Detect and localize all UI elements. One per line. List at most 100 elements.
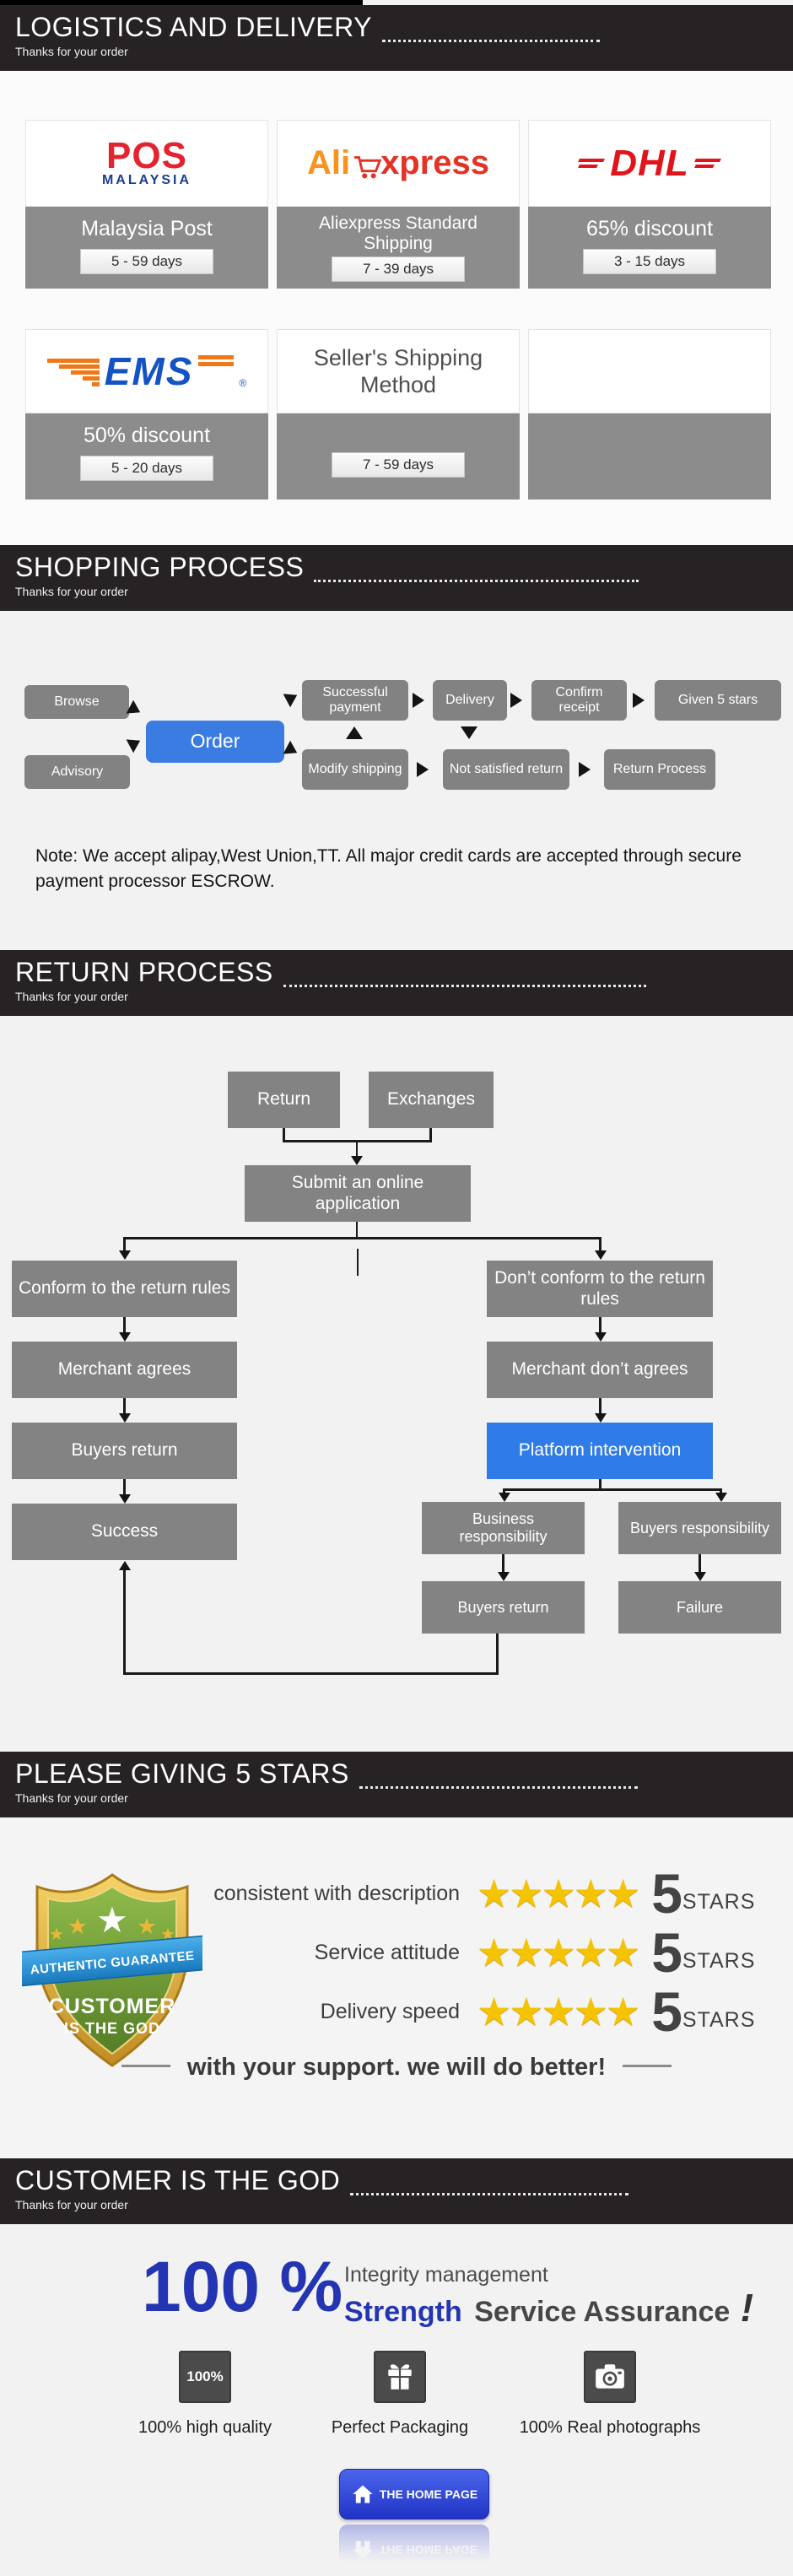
- delivery-days-button[interactable]: 7 - 39 days: [332, 257, 465, 283]
- empty-logo-cell: [528, 329, 771, 413]
- rating-label: Delivery speed: [320, 1999, 460, 2023]
- return-box-exchanges: Exchanges: [369, 1072, 494, 1128]
- flow-box-advisory: Advisory: [24, 755, 130, 789]
- delivery-days-button[interactable]: 7 - 59 days: [332, 452, 465, 478]
- aliexpress-logo-suffix: xpress: [380, 144, 490, 181]
- flow-box-browse: Browse: [24, 685, 129, 719]
- carrier-name: Aliexpress Standard Shipping: [319, 213, 477, 253]
- delivery-days-button[interactable]: 5 - 20 days: [80, 456, 213, 481]
- return-box-buyers-return: Buyers return: [12, 1423, 237, 1479]
- top-black-strip: [0, 0, 363, 6]
- flow-box-not-satisfied-return: Not satisfied return: [443, 749, 569, 790]
- carrier-info-cell: Aliexpress Standard Shipping 7 - 39 days: [277, 207, 520, 289]
- dhl-logo-word: DHL: [610, 142, 689, 184]
- cart-icon: [352, 150, 384, 186]
- guarantee-item-label: Perfect Packaging: [331, 2418, 469, 2437]
- connector-arrow-down: [119, 1250, 131, 1260]
- ems-logo-word: EMS: [104, 349, 194, 393]
- delivery-days-button[interactable]: 5 - 59 days: [80, 249, 213, 274]
- connector-line: [599, 1479, 601, 1490]
- dash-rule: [121, 2064, 170, 2067]
- carrier-name: 65% discount: [585, 217, 714, 240]
- customer-title: CUSTOMER IS THE GOD: [15, 2165, 341, 2195]
- delivery-days-button[interactable]: 3 - 15 days: [583, 249, 716, 274]
- return-box-return: Return: [228, 1072, 340, 1128]
- connector-arrow-down: [498, 1572, 510, 1581]
- five-stars-icons: ★★★★★: [477, 1931, 640, 1974]
- carrier-info-cell: 50% discount 5 - 20 days: [25, 413, 268, 500]
- quality-100-icon-text: 100%: [186, 2368, 224, 2384]
- rating-row: Service attitude ★★★★★ 5 STARS: [198, 1925, 780, 1980]
- carrier-logo-cell-aliexpress: Ali xpress: [277, 120, 520, 207]
- logistics-header-band: LOGISTICS AND DELIVERY Thanks for your o…: [0, 5, 793, 71]
- home-page-button[interactable]: THE HOME PAGE: [339, 2469, 489, 2519]
- connector-line: [123, 1479, 126, 1495]
- connector-arrow-down: [499, 1493, 510, 1502]
- rating-label: consistent with description: [213, 1881, 460, 1905]
- connector-arrow-down: [715, 1493, 727, 1502]
- shopping-title: SHOPPING PROCESS: [15, 552, 305, 582]
- center-star-icon: ★: [96, 1900, 128, 1940]
- customer-subtitle: Thanks for your order: [15, 2197, 128, 2211]
- aliexpress-logo: Ali xpress: [307, 144, 489, 182]
- title-dotted-rule: [381, 18, 600, 42]
- ems-wedge-stripes: [46, 357, 100, 386]
- badge-god-text: IS THE GOD: [64, 2020, 160, 2037]
- assurance-line: Strength Service Assurance !: [344, 2285, 753, 2330]
- connector-arrow-down: [119, 1332, 131, 1342]
- connector-line-stub: [357, 1249, 359, 1276]
- connector-line: [599, 1317, 601, 1333]
- carrier-logo-cell-dhl: DHL: [528, 120, 771, 207]
- guarantee-item-label: 100% high quality: [138, 2418, 272, 2437]
- aliexpress-logo-prefix: Ali: [306, 144, 351, 181]
- return-header-band: RETURN PROCESS Thanks for your order: [0, 950, 793, 1016]
- ems-logo: EMS ®: [46, 348, 246, 394]
- flow-arrow-up: [346, 726, 363, 739]
- badge-customer-text: CUSTOMER: [49, 1995, 176, 2018]
- flow-box-given-5-stars: Given 5 stars: [655, 680, 781, 721]
- service-assurance-text: Service Assurance: [474, 2296, 731, 2328]
- shopping-subtitle: Thanks for your order: [15, 584, 128, 598]
- empty-info-cell: [528, 413, 771, 500]
- home-page-button-label-reflection: THE HOME PAGE: [379, 2543, 478, 2557]
- flow-box-successful-payment: Successful payment: [302, 680, 408, 721]
- pos-malaysia-logo: POS MALAYSIA: [101, 137, 192, 189]
- five-stars-icons: ★★★★★: [477, 1871, 640, 1915]
- home-icon: [351, 2482, 375, 2506]
- connector-arrow-down: [595, 1250, 607, 1260]
- dash-rule: [623, 2064, 672, 2067]
- connector-arrow-down: [351, 1156, 363, 1165]
- flow-arrow: [413, 693, 424, 708]
- stars-header-band: PLEASE GIVING 5 STARS Thanks for your or…: [0, 1752, 793, 1817]
- flow-box-return-process: Return Process: [604, 749, 715, 790]
- seller-method-cell: Seller's Shipping Method: [277, 329, 520, 413]
- connector-line: [503, 1488, 722, 1491]
- flow-box-delivery: Delivery: [433, 680, 507, 721]
- stars-title: PLEASE GIVING 5 STARS: [15, 1758, 349, 1789]
- carrier-logo-cell-ems: EMS ®: [25, 329, 268, 413]
- carrier-info-cell: 65% discount 3 - 15 days: [528, 207, 771, 289]
- crown-star-icon: ★: [67, 1914, 88, 1939]
- payment-note: Note: We accept alipay,West Union,TT. Al…: [35, 846, 742, 892]
- connector-line: [502, 1554, 504, 1573]
- return-box-merchant-dont-agrees: Merchant don’t agrees: [487, 1342, 713, 1398]
- title-dotted-rule: [283, 963, 646, 987]
- carrier-info-cell: Malaysia Post 5 - 59 days: [25, 207, 268, 289]
- pos-logo-sub: MALAYSIA: [101, 173, 192, 188]
- rating-unit: STARS: [682, 1889, 756, 1914]
- connector-arrow-up: [119, 1561, 131, 1570]
- quality-100-icon: 100%: [179, 2351, 231, 2403]
- rating-label: Service attitude: [314, 1940, 460, 1964]
- five-stars-icons: ★★★★★: [477, 1990, 640, 2033]
- return-box-buyers-responsibility: Buyers responsibility: [618, 1502, 781, 1554]
- rating-row: consistent with description ★★★★★ 5 STAR…: [198, 1866, 780, 1921]
- return-box-conform: Conform to the return rules: [12, 1261, 237, 1317]
- flow-arrow: [510, 693, 522, 708]
- dhl-logo: DHL: [578, 142, 721, 185]
- title-dotted-rule: [350, 2171, 629, 2195]
- guarantee-item-label: 100% Real photographs: [519, 2418, 701, 2437]
- shopping-header-band: SHOPPING PROCESS Thanks for your order: [0, 545, 793, 611]
- return-box-success: Success: [12, 1504, 237, 1560]
- rating-score: 5: [651, 1980, 682, 2043]
